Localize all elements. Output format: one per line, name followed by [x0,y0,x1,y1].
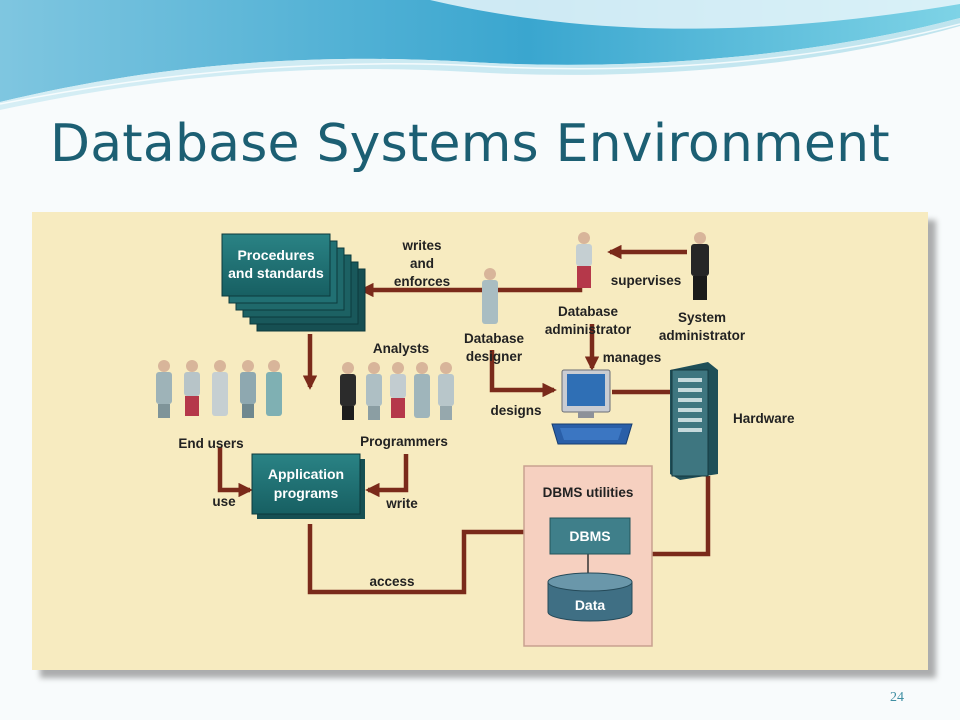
database-designer-figure [482,268,498,324]
application-label-line2: programs [274,485,339,501]
diagram-panel: Procedures and standards Application pro… [32,212,928,670]
sysadmin-label-line1: System [678,310,726,325]
arrow-designs [489,350,557,398]
relation-supervises: supervises [611,273,682,288]
application-programs-box: Application programs [251,453,365,519]
dbms-utilities-label: DBMS utilities [543,485,634,500]
hardware-server-icon [670,362,718,480]
procedures-and-standards-stack: Procedures and standards [221,233,366,332]
dba-label-line2: administrator [545,322,632,337]
analysts-label: Analysts [373,341,429,356]
sysadmin-label-line2: administrator [659,328,746,343]
relation-access: access [369,574,414,589]
programmers-label: Programmers [360,434,448,449]
page-number: 24 [890,690,904,705]
database-administrator-figure [576,232,592,288]
data-cylinder: Data [547,572,633,622]
relation-manages: manages [603,350,662,365]
relation-use: use [212,494,236,509]
system-administrator-figure [691,232,709,300]
designer-label-line2: designer [466,349,523,364]
dbms-box: DBMS [549,517,631,555]
header-wave-decoration [0,0,960,110]
relation-designs: designs [490,403,541,418]
link-hardware-dbms [652,476,711,557]
arrow-access [307,524,541,595]
designer-label-line1: Database [464,331,525,346]
analysts-programmers-figures [340,362,454,420]
procedures-label-line1: Procedures [237,247,314,263]
procedures-label-line2: and standards [228,265,324,281]
slide-title: Database Systems Environment [50,114,890,174]
relation-and: and [410,256,434,271]
end-users-label: End users [178,436,243,451]
arrow-write [365,454,409,498]
relation-write: write [385,496,418,511]
dba-label-line1: Database [558,304,619,319]
dbms-label: DBMS [569,528,610,544]
application-label-line1: Application [268,466,344,482]
relation-enforces: enforces [394,274,450,289]
arrow-use [217,447,253,498]
data-label: Data [575,597,606,613]
relation-writes: writes [401,238,441,253]
dbms-utilities-container: DBMS utilities DBMS Data [523,465,653,647]
end-users-figures [156,360,282,418]
database-environment-diagram: Procedures and standards Application pro… [156,232,795,647]
computer-workstation-icon [551,369,633,445]
hardware-label: Hardware [733,411,795,426]
